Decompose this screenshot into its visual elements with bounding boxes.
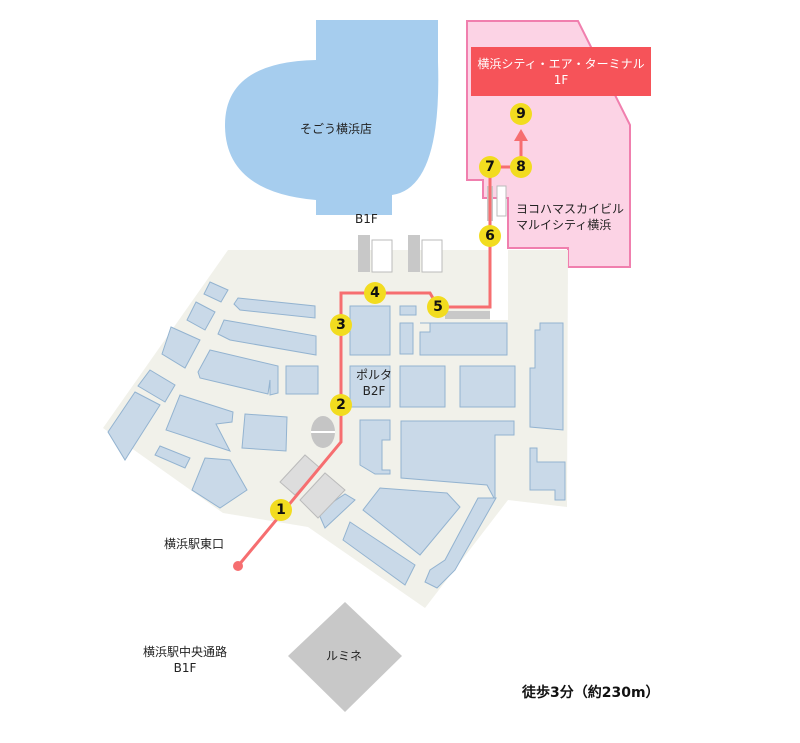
step-marker-1: 1 [270,499,292,521]
terminal-banner: 横浜シティ・エア・ターミナル 1F [471,47,651,96]
sogo-label: そごう横浜店 [300,122,373,136]
marui-line-2: マルイシティ横浜 [516,218,612,232]
step-marker-3: 3 [330,314,352,336]
route-start-dot [233,561,243,571]
walk-time: 徒歩3分（約230m） [522,685,660,701]
porta-label: ポルタ B2F [356,367,392,399]
marui-label: ヨコハマスカイビル マルイシティ横浜 [516,201,624,233]
step-marker-6: 6 [479,225,501,247]
porta-line-2: B2F [362,384,386,398]
step-marker-4: 4 [364,282,386,304]
shop-blocks [107,281,566,589]
lumine-building [288,602,402,712]
step-marker-5: 5 [427,296,449,318]
lumine-label: ルミネ [326,649,363,663]
terminal-name: 横浜シティ・エア・ターミナル [477,56,645,71]
step-marker-2: 2 [330,394,352,416]
route-arrow-icon [514,129,528,141]
step-marker-8: 8 [510,156,532,178]
terminal-floor: 1F [553,72,569,87]
marui-line-1: ヨコハマスカイビル [516,202,625,216]
sogo-building [225,20,439,215]
central-line-1: 横浜駅中央通路 [143,645,228,659]
central-passage-label: 横浜駅中央通路 B1F [143,644,227,676]
east-exit-label: 横浜駅東口 [164,537,225,551]
step-marker-7: 7 [479,156,501,178]
step-marker-9: 9 [510,103,532,125]
porta-line-1: ポルタ [356,368,393,382]
central-line-2: B1F [173,661,197,675]
escalators [279,185,507,519]
b1f-label: B1F [355,212,378,226]
